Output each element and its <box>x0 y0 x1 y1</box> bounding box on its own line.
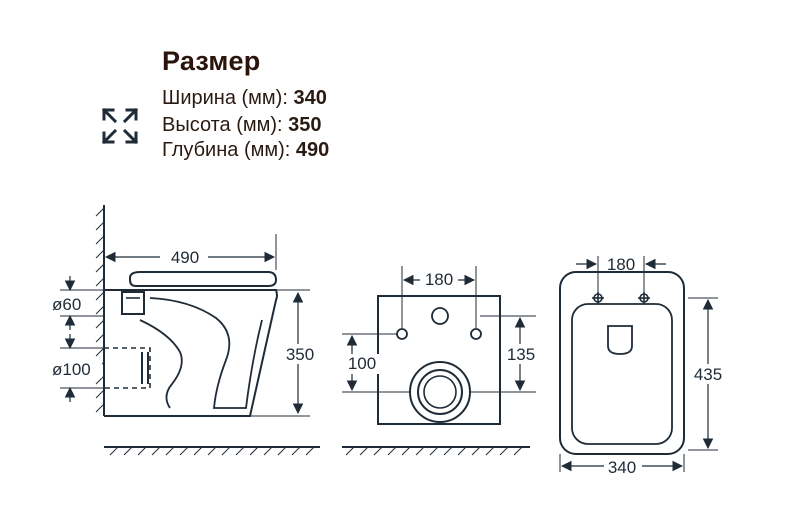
inlet-pipe <box>121 291 145 315</box>
seat-lid <box>129 271 278 287</box>
spec-label: Высота (мм): <box>162 114 289 136</box>
outlet-large-label: ø100 <box>52 360 91 379</box>
side-view <box>60 205 320 456</box>
mount-hole-right <box>470 328 482 340</box>
mount-holes-top <box>592 292 650 304</box>
mount-hole-left <box>396 328 408 340</box>
bowl-outer <box>104 289 278 417</box>
outlet-pipe <box>103 347 151 389</box>
top-length-label: 435 <box>694 365 722 384</box>
drain-opening <box>607 325 633 355</box>
spec-label: Ширина (мм): <box>162 87 294 109</box>
wall-hatch <box>95 207 105 413</box>
back-outlet-height-label: 135 <box>507 345 535 364</box>
specs-title: Размер <box>162 46 261 76</box>
spec-value: 490 <box>295 139 330 161</box>
back-spacing-label: 180 <box>425 270 453 289</box>
spec-value: 350 <box>288 114 322 136</box>
size-specifications: Размер Ширина (мм): 340 Высота (мм): 350… <box>0 0 800 180</box>
spec-depth: Глубина (мм): 490 <box>162 139 329 162</box>
trap-channel <box>139 319 183 409</box>
outlet-small-label: ø60 <box>52 295 81 314</box>
inlet-hole <box>431 307 449 325</box>
bowl-inner <box>149 297 263 409</box>
spec-width: Ширина (мм): 340 <box>162 87 327 110</box>
top-spacing-label: 180 <box>607 255 635 274</box>
side-height-label: 350 <box>286 345 314 364</box>
spec-label: Глубина (мм): <box>162 139 296 161</box>
bowl-outline <box>559 271 685 455</box>
bowl-inner-outline <box>571 303 673 445</box>
side-depth-label: 490 <box>171 248 199 267</box>
back-mount-height-label: 100 <box>348 354 376 373</box>
floor-hatch <box>345 446 523 456</box>
back-panel <box>377 295 501 425</box>
expand-arrows-icon <box>101 107 139 145</box>
spec-value: 340 <box>293 87 327 109</box>
top-width-label: 340 <box>608 458 636 477</box>
floor-hatch <box>109 446 315 456</box>
spec-height: Высота (мм): 350 <box>162 114 322 137</box>
